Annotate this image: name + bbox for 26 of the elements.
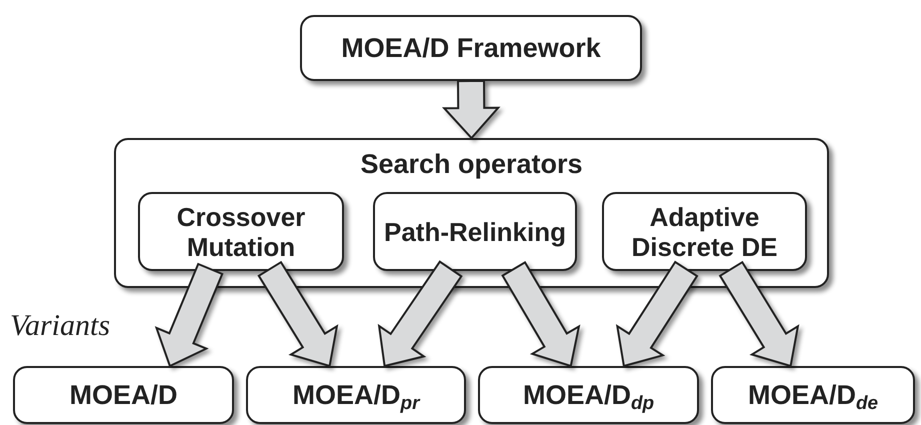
group-box bbox=[114, 138, 829, 288]
process-box bbox=[373, 192, 577, 271]
box-label: MOEA/D$_{dp}$ bbox=[522, 379, 654, 411]
block-arrow bbox=[378, 260, 463, 368]
section-label: Variants bbox=[10, 308, 110, 344]
process-box bbox=[246, 366, 466, 424]
block-arrow bbox=[257, 260, 338, 368]
box-label: MOEA/D bbox=[70, 379, 178, 411]
box-label: Path-Relinking bbox=[384, 216, 566, 246]
block-arrow bbox=[154, 262, 224, 368]
block-arrow bbox=[616, 260, 698, 368]
block-arrow bbox=[442, 80, 500, 140]
box-label: Crossover Mutation bbox=[176, 202, 306, 262]
process-box bbox=[300, 15, 642, 81]
process-box bbox=[478, 366, 699, 424]
box-label: Adaptive Discrete DE bbox=[630, 202, 778, 262]
block-arrow bbox=[501, 261, 580, 368]
process-box bbox=[138, 192, 344, 271]
block-arrow bbox=[718, 260, 800, 368]
box-label: MOEA/D$_{de}$ bbox=[748, 379, 878, 411]
process-box bbox=[711, 366, 915, 424]
process-box bbox=[13, 366, 234, 424]
box-label: Search operators bbox=[360, 148, 583, 180]
box-label: MOEA/D$_{pr}$ bbox=[292, 379, 420, 411]
box-label: MOEA/D Framework bbox=[341, 32, 601, 64]
process-box bbox=[602, 192, 807, 271]
